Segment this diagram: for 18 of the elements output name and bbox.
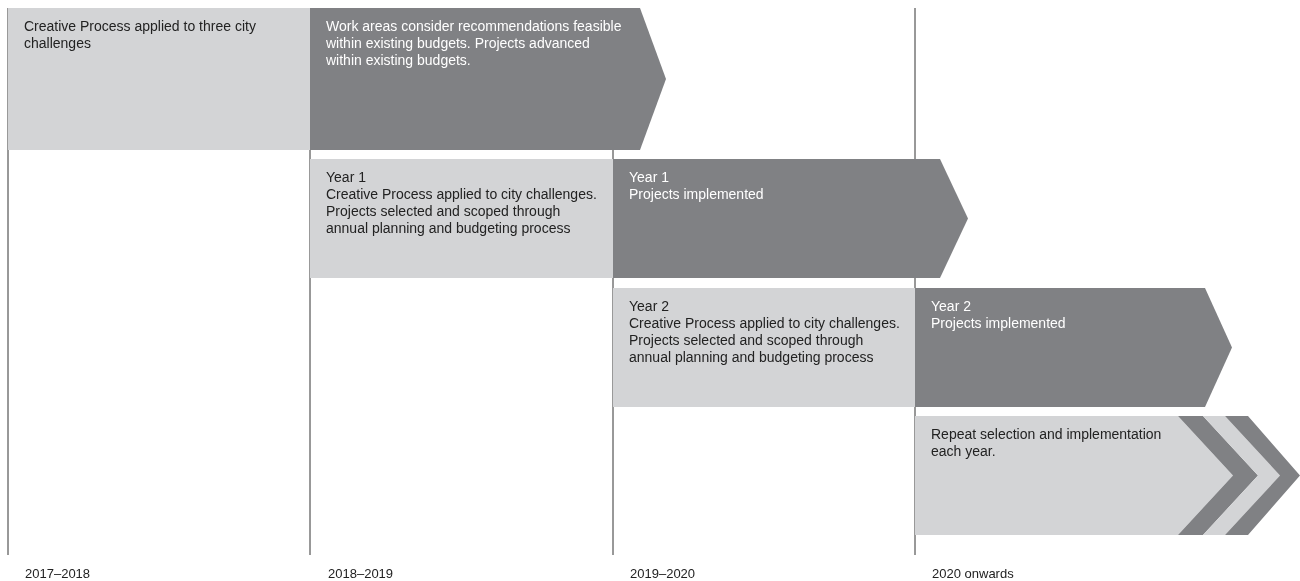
phase-text: Work areas consider recommendations feasible within existing budgets. Projects advanced within existing budgets. (326, 18, 623, 69)
phase-heading: Year 2 (931, 298, 972, 315)
year-label: 2018–2019 (328, 566, 394, 581)
phase-box (310, 159, 613, 278)
year-label: 2017–2018 (25, 566, 91, 581)
phase-heading: Year 2 (629, 298, 670, 315)
phase-text: Projects implemented (629, 186, 765, 203)
phase-text: Creative Process applied to city challenges. Projects selected and scoped through annual planning and budgeting process (629, 315, 901, 366)
phase-text: Projects implemented (931, 315, 1067, 332)
phase-text: Creative Process applied to city challenges. Projects selected and scoped through annual planning and budgeting process (326, 186, 598, 237)
phase-box (8, 8, 310, 150)
phase-text: Repeat selection and implementation each year. (931, 426, 1163, 460)
year-label: 2020 onwards (932, 566, 1014, 581)
phase-heading: Year 1 (326, 169, 367, 186)
year-label: 2019–2020 (630, 566, 696, 581)
phase-heading: Year 1 (629, 169, 670, 186)
phase-box (613, 288, 915, 407)
phase-text: Creative Process applied to three city challenges (24, 18, 257, 52)
